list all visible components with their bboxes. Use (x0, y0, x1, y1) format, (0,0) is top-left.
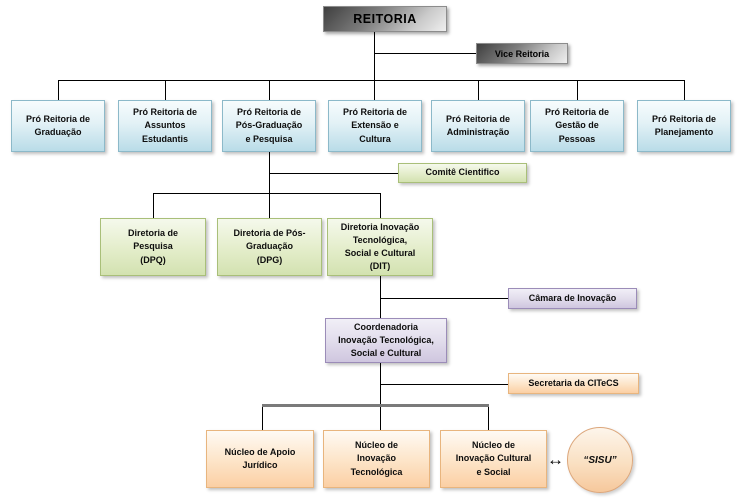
connector-line (165, 80, 166, 100)
org-node-label: Câmara de Inovação (528, 292, 617, 303)
connector-line (684, 80, 685, 100)
org-node-label: Pró Reitoria de Graduação (25, 113, 90, 137)
connector-line (58, 80, 59, 100)
connector-line (380, 384, 508, 385)
connector-line-thick (262, 404, 489, 407)
org-node-label: Pró Reitoria de Gestão de Pessoas (544, 107, 609, 144)
connector-line (577, 80, 578, 100)
connector-line (488, 407, 489, 430)
org-node-pro-reitoria-planejamento: Pró Reitoria de Planejamento (637, 100, 731, 152)
org-node-pro-reitoria-pos-graduacao-pesquisa: Pró Reitoria de Pós-Graduação e Pesquisa (222, 100, 316, 152)
connector-line (478, 80, 479, 100)
org-node-pro-reitoria-extensao-cultura: Pró Reitoria de Extensão e Cultura (328, 100, 422, 152)
connector-line (374, 32, 375, 80)
org-node-pro-reitoria-graduacao: Pró Reitoria de Graduação (11, 100, 105, 152)
org-node-coordenadoria-citecs: Coordenadoria Inovação Tecnológica, Soci… (325, 318, 447, 363)
org-node-pro-reitoria-assuntos-estudantis: Pró Reitoria de Assuntos Estudantis (118, 100, 212, 152)
org-node-diretoria-pos-graduacao-dpg: Diretoria de Pós- Graduação (DPG) (217, 218, 322, 276)
connector-line (380, 363, 381, 430)
org-node-diretoria-inovacao-dit: Diretoria Inovação Tecnológica, Social e… (327, 218, 433, 276)
org-node-vice-reitoria-label: Vice Reitoria (494, 48, 550, 59)
org-node-nucleo-inovacao-tecnologica: Núcleo de Inovação Tecnológica (323, 430, 430, 488)
connector-line (269, 80, 270, 100)
connector-line (58, 80, 685, 81)
org-node-diretoria-pesquisa-dpq: Diretoria de Pesquisa (DPQ) (100, 218, 206, 276)
connector-line (380, 276, 381, 318)
connector-line (269, 193, 270, 218)
org-node-label: Pró Reitoria de Assuntos Estudantis (132, 107, 197, 144)
connector-line (269, 152, 270, 193)
org-node-camara-inovacao: Câmara de Inovação (508, 288, 637, 309)
org-node-label: Secretaria da CITeCS (528, 377, 619, 388)
org-node-vice-reitoria: Vice Reitoria (476, 43, 568, 64)
org-node-label: Coordenadoria Inovação Tecnológica, Soci… (338, 321, 434, 359)
org-node-nucleo-apoio-juridico: Núcleo de Apoio Jurídico (206, 430, 314, 488)
connector-line (153, 193, 154, 218)
connector-line (380, 298, 508, 299)
org-node-label: Comitê Cientifico (425, 167, 500, 178)
connector-line (374, 80, 375, 100)
org-node-reitoria-label: REITORIA (353, 12, 417, 26)
connector-line (374, 53, 476, 54)
org-node-pro-reitoria-gestao-pessoas: Pró Reitoria de Gestão de Pessoas (530, 100, 624, 152)
org-node-sisu: “SISU” (567, 427, 633, 493)
org-node-secretaria-citecs: Secretaria da CITeCS (508, 373, 639, 394)
org-node-label: Núcleo de Inovação Cultural e Social (455, 440, 532, 477)
org-node-reitoria: REITORIA (323, 6, 447, 32)
org-node-label: Pró Reitoria de Administração (445, 113, 510, 137)
connector-line (380, 193, 381, 218)
org-node-pro-reitoria-administracao: Pró Reitoria de Administração (431, 100, 525, 152)
org-node-label: “SISU” (583, 454, 617, 466)
connector-line (262, 407, 263, 430)
org-node-label: Pró Reitoria de Planejamento (651, 113, 716, 137)
org-node-label: Núcleo de Inovação Tecnológica (350, 440, 403, 477)
connector-line (153, 193, 381, 194)
org-node-comite-cientifico: Comitê Cientifico (398, 163, 527, 183)
org-node-label: Núcleo de Apoio Jurídico (224, 446, 296, 470)
org-node-nucleo-inovacao-cultural-social: Núcleo de Inovação Cultural e Social (440, 430, 547, 488)
connector-line (269, 173, 398, 174)
org-node-label: Diretoria de Pesquisa (DPQ) (127, 228, 178, 265)
org-node-label: Diretoria Inovação Tecnológica, Social e… (340, 221, 420, 272)
org-node-label: Pró Reitoria de Pós-Graduação e Pesquisa (235, 107, 303, 144)
org-node-label: Pró Reitoria de Extensão e Cultura (342, 107, 407, 144)
org-node-label: Diretoria de Pós- Graduação (DPG) (233, 228, 306, 265)
double-arrow-icon: ↔ (547, 450, 564, 469)
